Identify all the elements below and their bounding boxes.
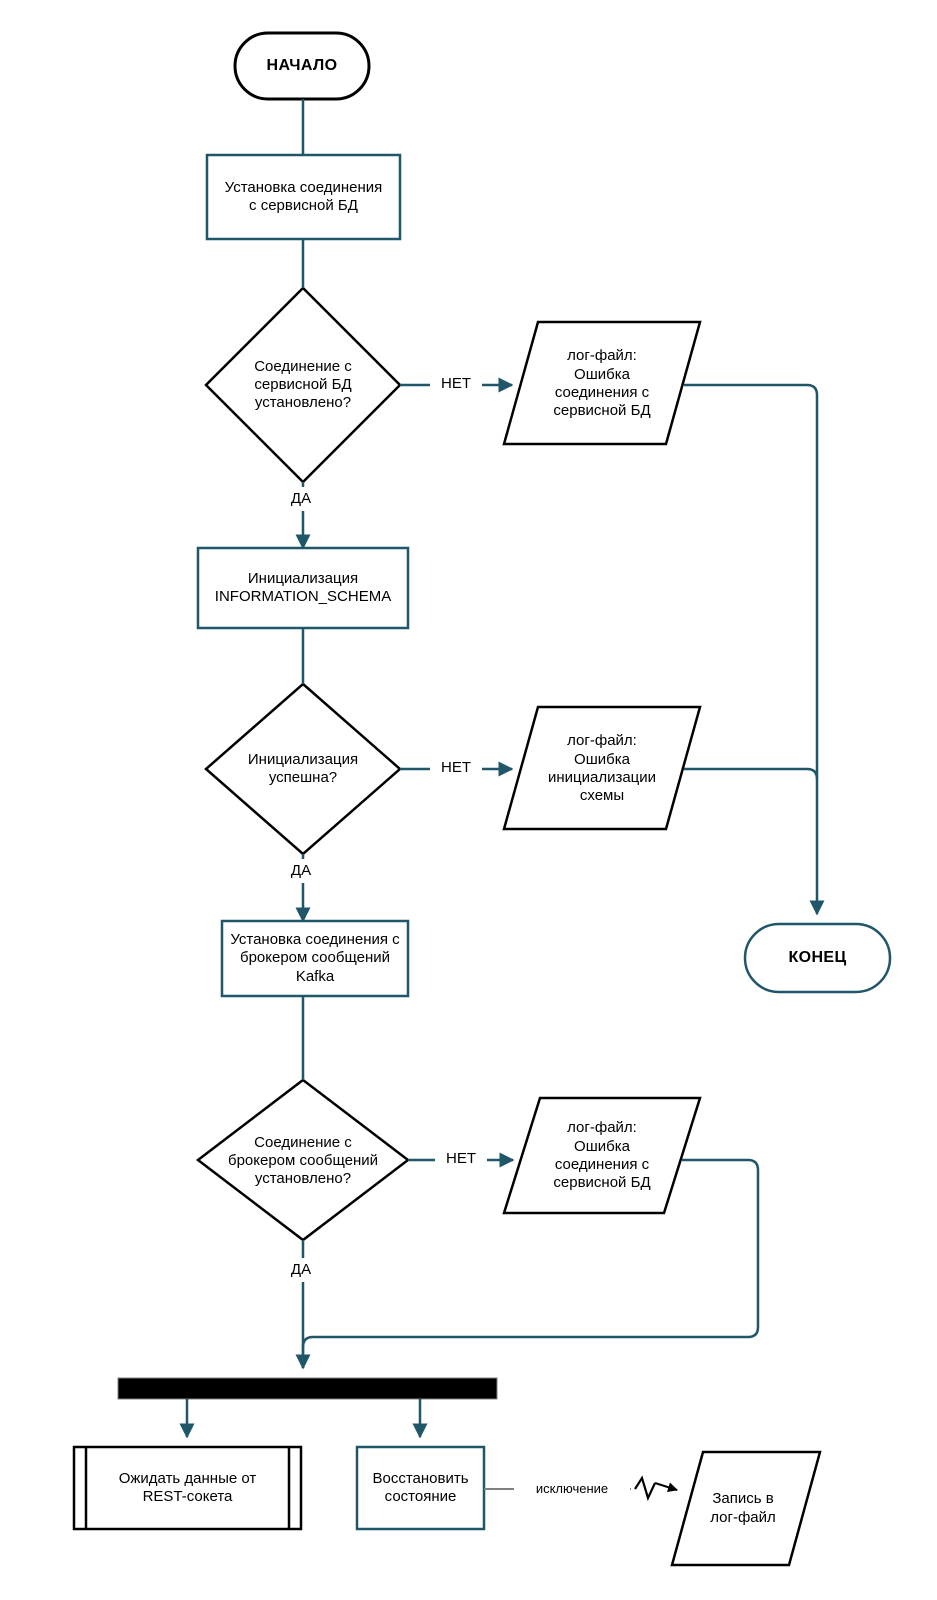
- node-decision-db-shape[interactable]: [204, 286, 402, 484]
- node-write-log-shape[interactable]: [670, 1450, 822, 1567]
- node-connect-db-shape[interactable]: [205, 153, 402, 241]
- edge-log-kafka-error-to-fork: [301, 1158, 760, 1368]
- node-init-schema-shape[interactable]: [196, 546, 410, 630]
- node-restore-state-shape[interactable]: [355, 1445, 486, 1531]
- node-log-kafka-error-shape[interactable]: [502, 1096, 702, 1215]
- node-decision-kafka-shape[interactable]: [195, 1078, 411, 1242]
- edge-log-schema-error-to-end: [684, 767, 819, 780]
- node-decision-init-shape[interactable]: [204, 682, 402, 856]
- node-log-schema-error-shape[interactable]: [502, 705, 702, 831]
- edge-exception-arrowhead: [654, 1482, 678, 1493]
- node-fork-bar-shape[interactable]: [117, 1377, 498, 1400]
- exception-zigzag-icon: [634, 1475, 656, 1502]
- node-wait-rest-shape[interactable]: [72, 1445, 303, 1531]
- node-end-shape[interactable]: [743, 922, 892, 994]
- node-log-db-error-shape[interactable]: [502, 320, 702, 446]
- edge-log-db-error-to-end: [684, 383, 825, 916]
- node-connect-kafka-shape[interactable]: [220, 919, 410, 998]
- node-start-shape[interactable]: [233, 31, 371, 101]
